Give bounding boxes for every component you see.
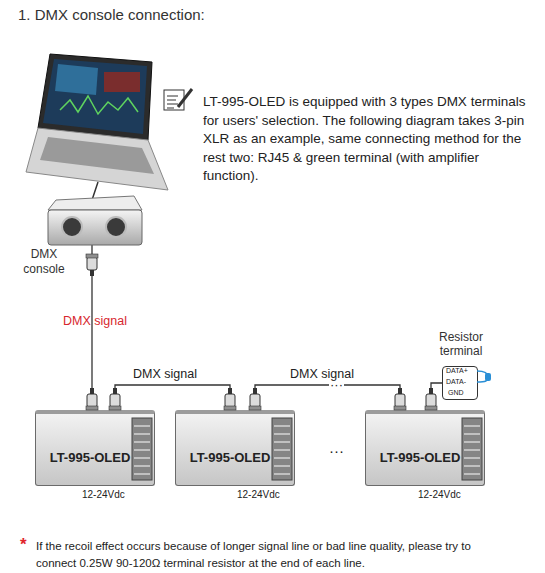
note-lines — [167, 96, 178, 108]
screen-wave — [60, 96, 138, 114]
laptop — [26, 54, 168, 190]
laptop-screen — [43, 59, 147, 134]
decoder-box: LT-995-OLED — [365, 410, 485, 486]
console-front — [48, 210, 142, 245]
xlr-plug — [394, 388, 406, 410]
signal-label: DMX signal — [63, 314, 127, 328]
pin-name: GND — [448, 389, 464, 396]
decoder-box: LT-995-OLED — [175, 410, 295, 486]
usb-cable — [92, 182, 98, 200]
voltage-label: 12-24Vdc — [418, 489, 461, 500]
laptop-lid — [38, 54, 152, 140]
screen-panel — [104, 72, 140, 92]
footnote-text: If the recoil effect occurs because of l… — [36, 538, 492, 572]
signal-label: DMX signal — [290, 367, 354, 381]
laptop-keyboard — [40, 137, 154, 174]
continuation-dots: ··· — [329, 442, 344, 459]
title: 1. DMX console connection: — [18, 6, 205, 23]
note-sheet — [164, 90, 184, 110]
note-text: LT-995-OLED is equipped with 3 types DMX… — [203, 93, 527, 186]
node-label: LT-995-OLED — [40, 450, 140, 465]
signal-wire — [431, 383, 442, 410]
resistor-body — [485, 373, 491, 381]
signal-wire — [115, 385, 230, 410]
xlr-socket — [106, 217, 126, 237]
decoder-box: LT-995-OLED — [35, 410, 155, 486]
dmx-console-device — [48, 196, 142, 245]
note-icon — [164, 89, 192, 110]
dmx-console: DMX console — [48, 210, 142, 245]
laptop-base — [26, 128, 168, 190]
console-top — [48, 196, 142, 210]
pin-name: DATA+ — [446, 367, 468, 374]
resistor-leads — [477, 371, 488, 382]
voltage-label: 12-24Vdc — [237, 489, 280, 500]
footnote-mark: * — [20, 535, 27, 555]
signal-label: DMX signal — [133, 367, 197, 381]
xlr-plug — [86, 254, 98, 276]
node-label: DMX console — [20, 247, 68, 277]
node-label: Resistor terminal — [421, 330, 501, 358]
resistor-symbol — [477, 371, 491, 382]
pin-name: DATA- — [446, 378, 466, 385]
screen-panel — [55, 64, 98, 95]
xlr-plug — [224, 388, 236, 410]
node-label: LT-995-OLED — [370, 450, 470, 465]
node-label: LT-995-OLED — [180, 450, 280, 465]
voltage-label: 12-24Vdc — [82, 489, 125, 500]
xlr-plug — [86, 388, 98, 410]
xlr-plug — [109, 388, 121, 410]
signal-wire — [255, 385, 400, 410]
xlr-plug — [249, 388, 261, 410]
note-pencil — [178, 89, 192, 107]
xlr-plug — [425, 388, 437, 410]
xlr-socket — [62, 217, 82, 237]
